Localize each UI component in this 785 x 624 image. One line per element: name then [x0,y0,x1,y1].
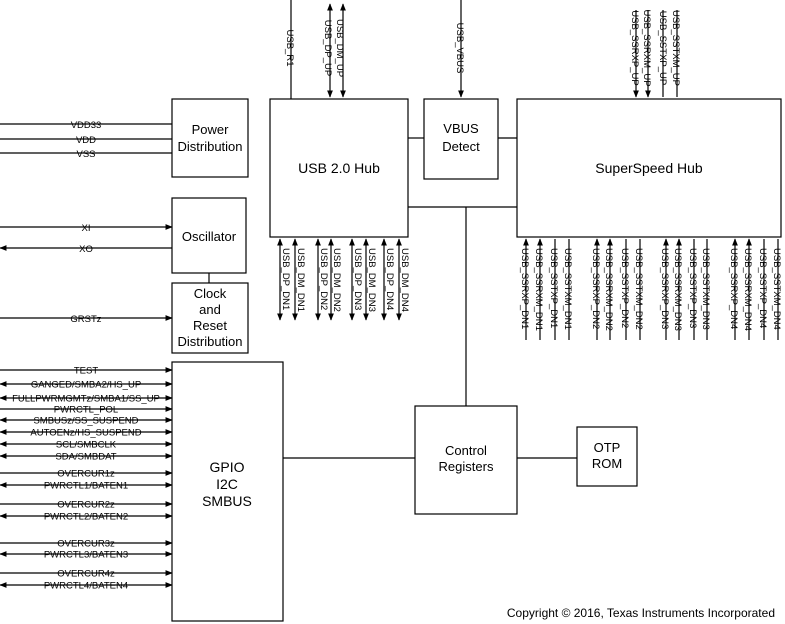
signal-ssrxp-up: USB_SSRXP_UP [629,10,640,86]
usb2-downstream-label: USB_DM_DN3 [366,248,377,312]
gpio-block: GPIO I2C SMBUS [171,361,284,622]
gpio-signal-label: PWRCTL_POL [54,405,118,416]
signal-xi: XI [82,223,91,234]
usb2-downstream-label: USB_DM_DN2 [331,248,342,312]
control-registers-block: Control Registers [414,405,518,515]
signal-vss: VSS [76,149,95,160]
usb2-downstream-label: USB_DM_DN1 [295,248,306,312]
gpio-signal-label: SDA/SMBDAT [55,452,116,463]
usb2-hub-block: USB 2.0 Hub [269,98,409,238]
copyright-notice: Copyright © 2016, Texas Instruments Inco… [507,606,775,620]
superspeed-downstream-label: USB_SSTXM_DN2 [633,248,644,330]
gpio-signal-label: SMBUSz/SS_SUSPEND [33,416,138,427]
superspeed-hub-label: SuperSpeed Hub [595,160,703,176]
signal-usb-r1: USB_R1 [284,30,295,67]
gpio-label-1: GPIO [209,459,244,475]
usb2-downstream-label: USB_DM_DN4 [399,248,410,312]
superspeed-downstream-label: USB_SSRXP_DN3 [659,248,670,329]
power-block-label-1: Power [192,122,230,137]
superspeed-hub-block: SuperSpeed Hub [516,98,782,238]
signal-sstxp-up: USB_SSTXP_UP [657,11,668,85]
signal-grstz: GRSTz [70,314,101,325]
superspeed-downstream-label: USB_SSTXP_DN3 [687,248,698,328]
usb2-downstream-label: USB_DP_DN4 [384,248,395,310]
superspeed-downstream-label: USB_SSTXM_DN1 [562,248,573,330]
clock-label-4: Distribution [177,334,242,349]
gpio-signal-lines: TEST GANGED/SMBA2/HS_UP FULLPWRMGMTz/SMBA1… [0,366,173,592]
superspeed-downstream-label: USB_SSRXP_DN4 [728,248,739,329]
gpio-label-2: I2C [216,476,238,492]
gpio-signal-label: FULLPWRMGMTz/SMBA1/SS_UP [12,394,160,405]
gpio-signal-label: PWRCTL2/BATEN2 [44,512,128,523]
gpio-signal-label: AUTOENz/HS_SUSPEND [30,428,141,439]
usb2-downstream-label: USB_DP_DN3 [352,248,363,310]
usb2-downstream-label: USB_DP_DN2 [318,248,329,310]
gpio-signal-label: PWRCTL3/BATEN3 [44,550,128,561]
superspeed-downstream-label: USB_SSTXP_DN4 [757,248,768,328]
superspeed-downstream-label: USB_SSTXP_DN1 [548,248,559,328]
top-signals: USB_R1 USB_DM_UP USB_DP_UP USB_VBUS USB_… [284,0,681,99]
oscillator-block: Oscillator [171,197,247,274]
clock-label-1: Clock [194,286,227,301]
internal-wires [208,137,577,459]
otp-rom-block: OTP ROM [576,426,638,487]
vbus-detect-block: VBUS Detect [423,98,499,180]
usb2-hub-label: USB 2.0 Hub [298,160,380,176]
gpio-label-3: SMBUS [202,493,252,509]
clock-label-3: Reset [193,318,227,333]
power-block-label-2: Distribution [177,139,242,154]
control-label-1: Control [445,443,487,458]
vbus-label-2: Detect [442,139,480,154]
clock-label-2: and [199,302,221,317]
gpio-signal-label: PWRCTL1/BATEN1 [44,481,128,492]
superspeed-downstream-label: USB_SSRXM_DN2 [603,248,614,331]
gpio-signal-label: GANGED/SMBA2/HS_UP [31,380,141,391]
control-label-2: Registers [439,459,494,474]
otp-label-1: OTP [594,440,621,455]
signal-sstxm-up: USB_SSTXM_UP [670,10,681,86]
superspeed-downstream-label: USB_SSRXP_DN1 [519,248,530,329]
oscillator-label: Oscillator [182,229,237,244]
power-distribution-block: Power Distribution [171,98,249,178]
superspeed-downstream-label: USB_SSRXM_DN1 [533,248,544,331]
superspeed-downstream-label: USB_SSRXM_DN4 [742,248,753,331]
clock-reset-block: Clock and Reset Distribution [171,282,249,354]
superspeed-downstream-label: USB_SSRXM_DN3 [672,248,683,331]
superspeed-downstream-label: USB_SSTXP_DN2 [619,248,630,328]
gpio-signal-label: OVERCUR3z [57,539,115,550]
gpio-signal-label: TEST [74,366,98,377]
left-signals: VDD33 VDD VSS XI XO GRSTz TEST GANGED/SMB… [0,120,173,592]
signal-usb-dp-up: USB_DP_UP [322,20,333,77]
signal-vdd33: VDD33 [71,120,102,131]
usb2-downstream-label: USB_DP_DN1 [280,248,291,310]
signal-usb-vbus: USB_VBUS [454,23,465,74]
signal-vdd: VDD [76,135,96,146]
vbus-label-1: VBUS [443,121,479,136]
gpio-signal-label: PWRCTL4/BATEN4 [44,581,128,592]
gpio-signal-label: OVERCUR1z [57,469,115,480]
signal-usb-dm-up: USB_DM_UP [334,19,345,77]
gpio-signal-label: OVERCUR2z [57,500,115,511]
superspeed-downstream-label: USB_SSRXP_DN2 [590,248,601,329]
gpio-signal-label: SCL/SMBCLK [56,440,117,451]
signal-ssrxm-up: USB_SSRXM_UP [641,9,652,86]
otp-label-2: ROM [592,456,622,471]
signal-xo: XO [79,244,93,255]
gpio-signal-label: OVERCUR4z [57,569,115,580]
superspeed-downstream-label: USB_SSTXM_DN3 [700,248,711,330]
superspeed-downstream-label: USB_SSTXM_DN4 [771,248,782,330]
